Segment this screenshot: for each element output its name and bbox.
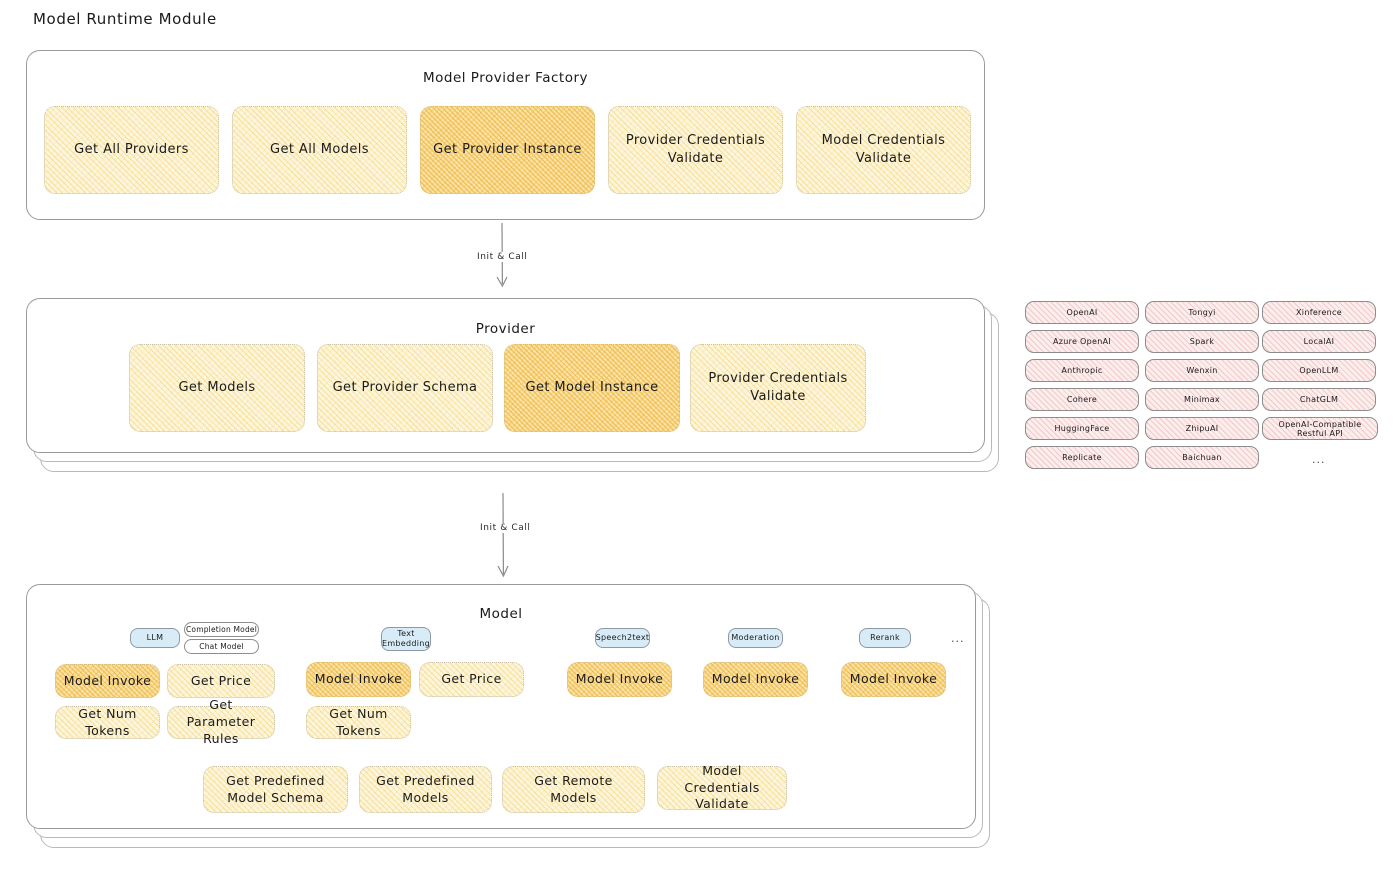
provider-chip-baichuan[interactable]: Baichuan [1145, 446, 1259, 469]
llm-op-get-parameter-rules[interactable]: Get Parameter Rules [167, 697, 275, 746]
provider-box-get-models[interactable]: Get Models [129, 344, 305, 432]
model-shared-op-get-remote-models[interactable]: Get Remote Models [502, 766, 645, 813]
provider-box-get-provider-schema[interactable]: Get Provider Schema [317, 344, 493, 432]
model-type-badge-moderation[interactable]: Moderation [728, 628, 783, 648]
model-type-badge-text-embedding[interactable]: Text Embedding [381, 627, 431, 651]
llm-op-get-num-tokens[interactable]: Get Num Tokens [55, 706, 160, 739]
text-embedding-op-model-invoke[interactable]: Model Invoke [306, 662, 411, 697]
provider-chip-spark[interactable]: Spark [1145, 330, 1259, 353]
model-provider-factory-title: Model Provider Factory [422, 70, 588, 86]
model-card: Model [26, 584, 976, 829]
arrow-down-icon [497, 492, 509, 578]
provider-chip-openai-compatible-restful-api[interactable]: OpenAI-Compatible Restful API [1262, 417, 1378, 440]
factory-box-get-provider-instance[interactable]: Get Provider Instance [420, 106, 595, 194]
model-type-badge-llm[interactable]: LLM [130, 628, 180, 648]
factory-box-provider-credentials-validate[interactable]: Provider Credentials Validate [608, 106, 783, 194]
model-shared-op-get-predefined-model-schema[interactable]: Get Predefined Model Schema [203, 766, 348, 813]
factory-box-model-credentials-validate[interactable]: Model Credentials Validate [796, 106, 971, 194]
connector-2-label: Init & Call [477, 523, 534, 533]
provider-chip-minimax[interactable]: Minimax [1145, 388, 1259, 411]
page-title: Model Runtime Module [33, 10, 217, 28]
provider-chip-cohere[interactable]: Cohere [1025, 388, 1139, 411]
moderation-op-model-invoke[interactable]: Model Invoke [703, 662, 808, 697]
llm-op-model-invoke[interactable]: Model Invoke [55, 664, 160, 698]
provider-chip-xinference[interactable]: Xinference [1262, 301, 1376, 324]
rerank-op-model-invoke[interactable]: Model Invoke [841, 662, 946, 697]
text-embedding-op-get-price[interactable]: Get Price [419, 662, 524, 697]
provider-chip-openllm[interactable]: OpenLLM [1262, 359, 1376, 382]
provider-chip-chatglm[interactable]: ChatGLM [1262, 388, 1376, 411]
llm-op-get-price[interactable]: Get Price [167, 664, 275, 698]
model-shared-op-get-predefined-models[interactable]: Get Predefined Models [359, 766, 492, 813]
model-type-badge-rerank[interactable]: Rerank [859, 628, 911, 648]
provider-chip-localai[interactable]: LocalAI [1262, 330, 1376, 353]
provider-chip-replicate[interactable]: Replicate [1025, 446, 1139, 469]
model-subbadge-completion-model[interactable]: Completion Model [184, 622, 259, 637]
provider-box-get-model-instance[interactable]: Get Model Instance [504, 344, 680, 432]
model-title: Model [479, 606, 523, 622]
model-type-badge-speech2text[interactable]: Speech2text [595, 628, 650, 648]
connector-provider-to-model [470, 492, 534, 586]
model-types-more: ... [951, 632, 965, 645]
provider-chip-huggingface[interactable]: HuggingFace [1025, 417, 1139, 440]
model-shared-op-model-credentials-validate[interactable]: Model Credentials Validate [657, 763, 787, 811]
factory-box-get-all-providers[interactable]: Get All Providers [44, 106, 219, 194]
provider-chip-zhipuai[interactable]: ZhipuAI [1145, 417, 1259, 440]
connector-1-label: Init & Call [474, 252, 531, 262]
provider-chip-tongyi[interactable]: Tongyi [1145, 301, 1259, 324]
provider-title: Provider [475, 321, 536, 337]
speech2text-op-model-invoke[interactable]: Model Invoke [567, 662, 672, 697]
provider-chip-wenxin[interactable]: Wenxin [1145, 359, 1259, 382]
provider-chip-azure-openai[interactable]: Azure OpenAI [1025, 330, 1139, 353]
model-subbadge-chat-model[interactable]: Chat Model [184, 639, 259, 654]
provider-box-provider-credentials-validate[interactable]: Provider Credentials Validate [690, 344, 866, 432]
provider-chip-openai[interactable]: OpenAI [1025, 301, 1139, 324]
text-embedding-op-get-num-tokens[interactable]: Get Num Tokens [306, 706, 411, 739]
provider-chip-anthropic[interactable]: Anthropic [1025, 359, 1139, 382]
provider-list-more: ... [1312, 453, 1326, 466]
factory-box-get-all-models[interactable]: Get All Models [232, 106, 407, 194]
